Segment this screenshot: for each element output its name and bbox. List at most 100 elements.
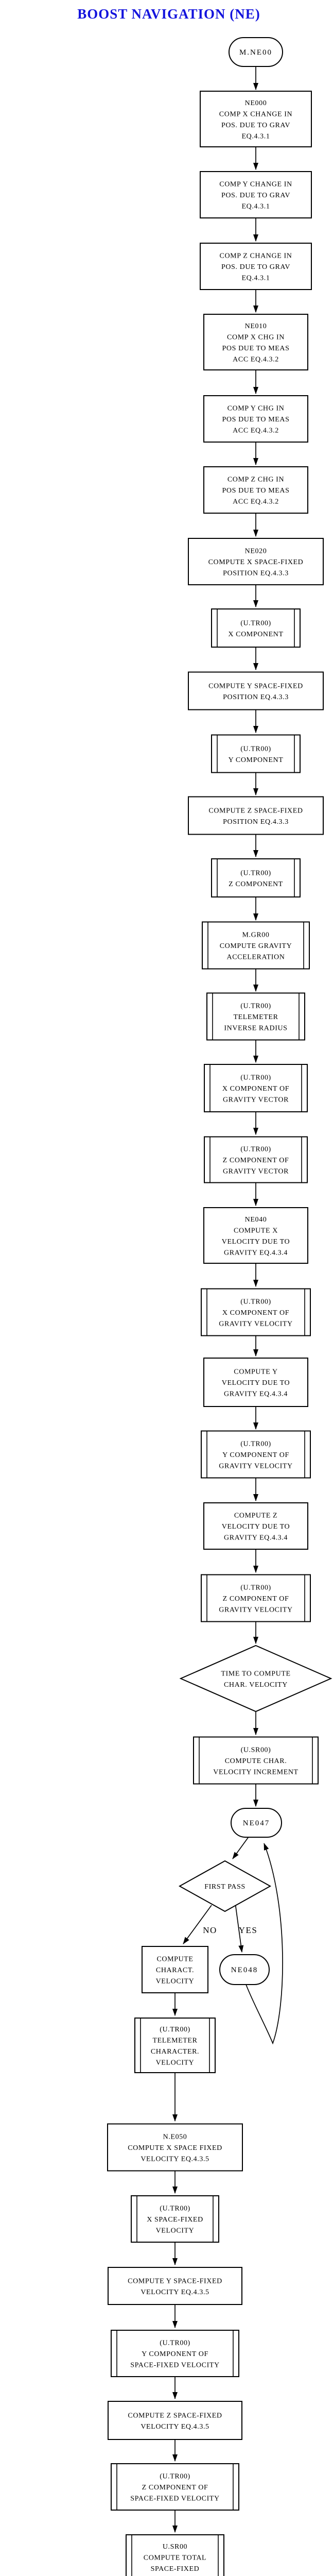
node-label-line: COMPUTE Z SPACE-FIXED [128, 2412, 222, 2419]
node-label-line: POS. DUE TO GRAV [221, 122, 290, 129]
node-label-line: Z COMPONENT OF [223, 1157, 289, 1164]
node-label-line: POS. DUE TO GRAV [221, 192, 290, 199]
node-label-line: (U.TR00) [240, 1584, 271, 1592]
node-label-line: X SPACE-FIXED [147, 2216, 203, 2224]
node-label-line: X COMPONENT OF [222, 1085, 289, 1093]
node-label-line: N.E050 [163, 2133, 187, 2141]
node-label-line: GRAVITY EQ.4.3.4 [224, 1534, 288, 1542]
node-label-line: VELOCITY DUE TO [222, 1238, 290, 1246]
node-label-line: M.NE00 [239, 48, 272, 57]
process-shape [206, 992, 305, 1041]
node-label-line: (U.TR00) [240, 1298, 271, 1306]
process-shape [142, 1946, 208, 1993]
node-label-line: COMPUTE X [234, 1227, 278, 1234]
process-shape [200, 243, 312, 290]
node-label-line: VELOCITY EQ.4.3.5 [141, 2156, 209, 2163]
node-label-line: EQ.4.3.1 [242, 275, 270, 282]
node-label-line: COMP Z CHG IN [227, 476, 284, 484]
node-label-line: COMPUTE X SPACE-FIXED [208, 558, 304, 566]
process-shape [108, 2401, 242, 2440]
node-label-line: NE048 [231, 1966, 258, 1974]
node-label-line: ACC EQ.4.3.2 [233, 498, 279, 506]
node-label-line: (U.SR00) [241, 1747, 271, 1754]
node-label: (U.TR00)Y COMPONENT [229, 745, 284, 764]
node-label-line: GRAVITY VELOCITY [219, 1606, 293, 1614]
node-label-line: NE047 [243, 1819, 270, 1827]
node-label-line: (U.TR00) [240, 1003, 271, 1010]
m-ne00-start: M.NE00 [229, 37, 283, 67]
decision-shape [178, 1860, 272, 1912]
node-label-line: Z COMPONENT OF [142, 2484, 208, 2492]
process-shape [200, 91, 312, 147]
node-label: COMPUTE Z SPACE-FIXED POSITION EQ.4.3.3 [208, 807, 303, 826]
node-label-line: POSITION EQ.4.3.3 [223, 570, 289, 578]
process-shape [201, 1288, 311, 1336]
node-label-line: NE000 [245, 99, 267, 107]
node-label-line: POSITION EQ.4.3.3 [223, 818, 289, 826]
process-shape [204, 1064, 308, 1112]
node-label-line: FIRST PASS [204, 1883, 246, 1891]
process-shape [126, 2534, 224, 2576]
utr00-z-component-gravity-vector: (U.TR00) Z COMPONENT OF GRAVITY VECTOR [204, 1136, 308, 1183]
node-label-line: COMPUTE Y SPACE-FIXED [208, 682, 303, 690]
decision-first-pass: FIRST PASS [178, 1860, 272, 1912]
process-shape [203, 1502, 308, 1550]
edge-decision-first-pass--ne048 [234, 1899, 244, 1953]
node-label-line: GRAVITY VECTOR [223, 1168, 289, 1176]
node-label-line: COMP Y CHANGE IN [219, 181, 292, 189]
node-label-line: (U.TR00) [240, 1074, 271, 1082]
utr00-x-component-gravity-vector: (U.TR00) X COMPONENT OF GRAVITY VECTOR [204, 1064, 308, 1112]
node-label-line: VELOCITY [156, 2227, 195, 2235]
utr00-z-component-position: (U.TR00)Z COMPONENT [211, 858, 301, 897]
node-label-line: COMPUTE Z SPACE-FIXED [208, 807, 303, 815]
node-label-line: (U.TR00) [240, 1146, 271, 1154]
node-label-line: GRAVITY VECTOR [223, 1096, 289, 1104]
process-shape [211, 858, 301, 897]
process-shape [201, 1430, 311, 1479]
process-shape [188, 538, 324, 585]
process-shape [203, 395, 308, 443]
node-label-line: COMPUTE GRAVITY [220, 942, 292, 950]
process-shape [107, 2123, 243, 2172]
node-label-line: Y COMPONENT [229, 756, 284, 764]
node-label-line: NE020 [245, 548, 267, 555]
node-label-line: X COMPONENT OF [222, 1309, 289, 1317]
node-label: NE047 [243, 1819, 270, 1827]
node-label-line: (U.TR00) [240, 1440, 271, 1448]
node-label-line: ACC EQ.4.3.2 [233, 355, 279, 363]
node-label-line: (U.TR00) [160, 2473, 190, 2481]
node-label-line: Z COMPONENT [229, 880, 283, 888]
process-shape [193, 1736, 319, 1785]
node-label-line: SPACE-FIXED VELOCITY [130, 2362, 219, 2369]
edge-ne048--ne047 [246, 1843, 283, 2045]
process-shape [134, 2018, 216, 2073]
process-shape [111, 2330, 239, 2377]
edge-decision-first-pass--compute-charact-velocity [183, 1905, 212, 1944]
node-label-line: COMPUTE Z [234, 1512, 277, 1520]
terminator-shape [219, 1954, 270, 1985]
node-label-line: COMPUTE TOTAL [144, 2554, 206, 2562]
